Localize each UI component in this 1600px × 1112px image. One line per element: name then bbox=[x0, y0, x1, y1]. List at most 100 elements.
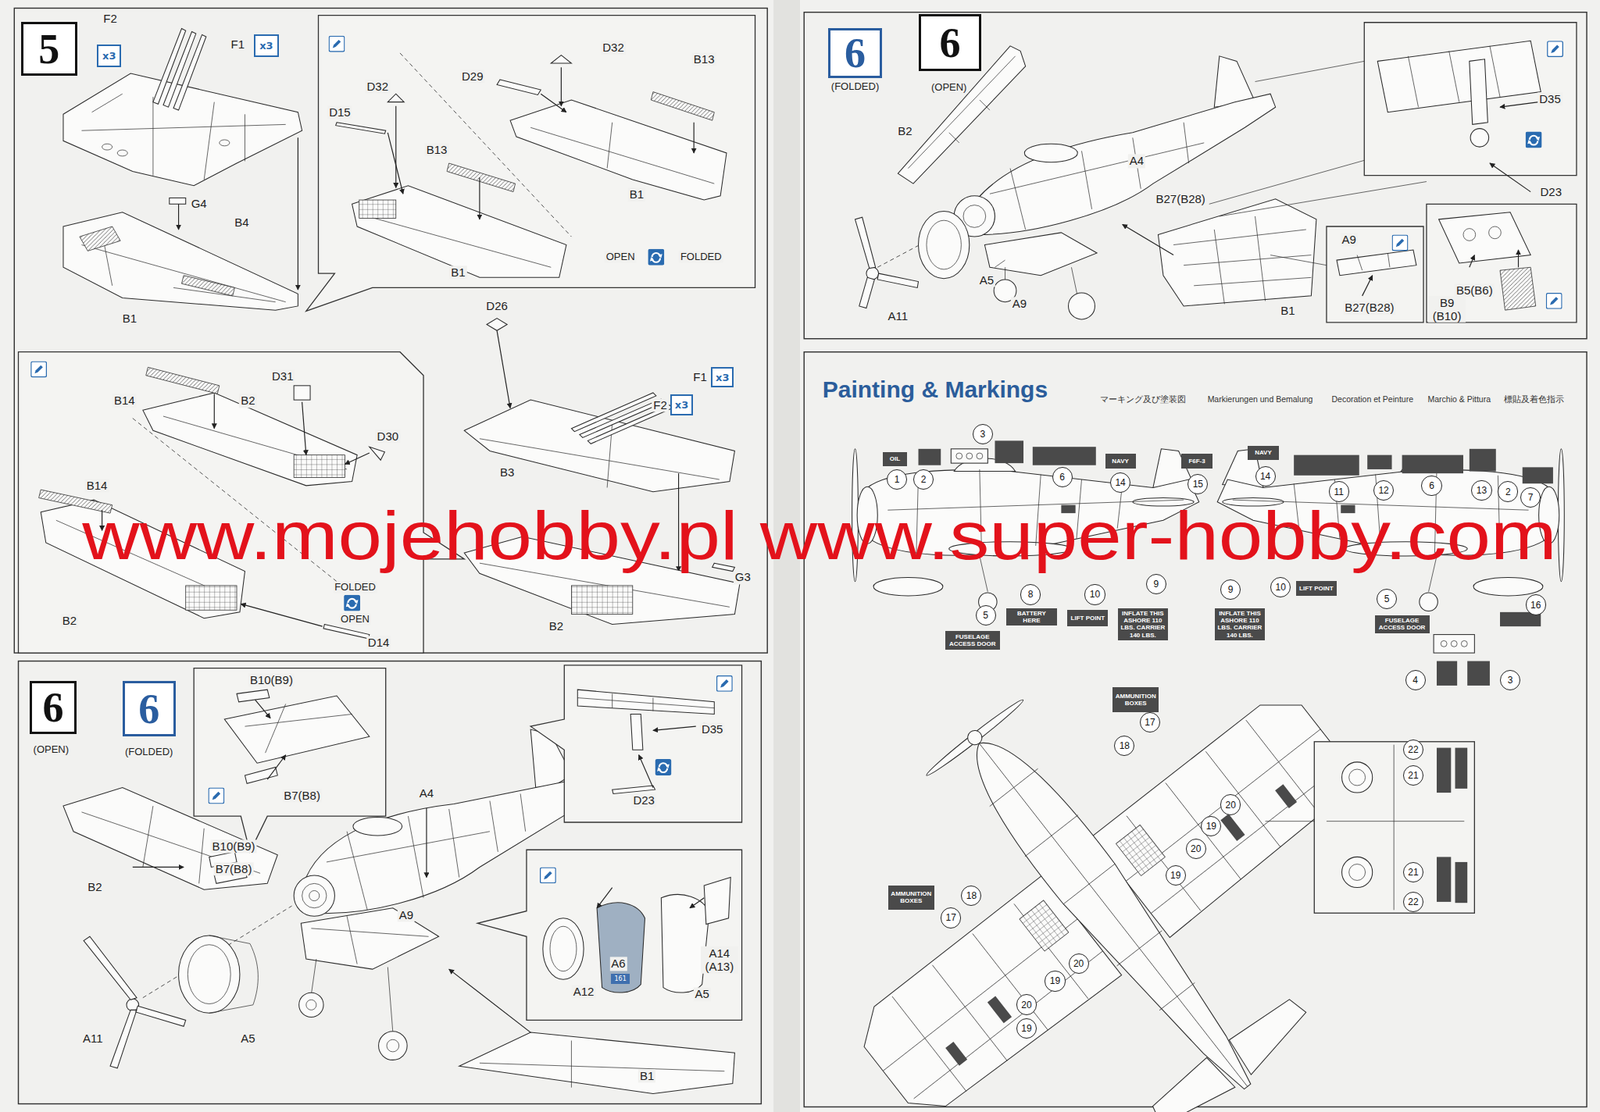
callout-inset bbox=[335, 122, 386, 134]
aircraft-drawing bbox=[1255, 60, 1365, 82]
state-label: FOLDED bbox=[678, 251, 724, 264]
callout-number: 22 bbox=[1403, 892, 1424, 913]
node-text: 6 bbox=[1059, 472, 1065, 483]
node-text: 14 bbox=[1260, 471, 1271, 482]
aircraft-drawing bbox=[300, 908, 439, 970]
state-label: (OPEN) bbox=[929, 82, 969, 94]
stencil-block bbox=[976, 453, 983, 460]
callout-inset bbox=[550, 55, 572, 64]
part-number: A5 bbox=[978, 274, 996, 288]
quantity-badge: x3 bbox=[710, 367, 734, 388]
part-number: D26 bbox=[484, 299, 510, 313]
callout-inset bbox=[1500, 102, 1540, 108]
aircraft-drawing bbox=[306, 1000, 317, 1011]
callout-inset bbox=[387, 93, 404, 102]
callout-number: 21 bbox=[1403, 862, 1424, 883]
callout-inset bbox=[1470, 128, 1490, 148]
stencil-block bbox=[1433, 635, 1475, 654]
callout-number: 13 bbox=[1471, 480, 1492, 501]
callout-inset bbox=[302, 402, 307, 456]
callout-inset bbox=[446, 163, 516, 193]
aircraft-drawing bbox=[309, 891, 320, 902]
stencil-placard: FUSELAGE ACCESS DOOR bbox=[1375, 615, 1430, 635]
callout-inset bbox=[369, 446, 386, 461]
node-text: INFLATE THIS ASHORE 110 LBS. CARRIER 140… bbox=[1119, 610, 1168, 640]
node-text: 6 bbox=[138, 688, 160, 731]
wing-drawing bbox=[486, 318, 508, 332]
node-text: LIFT POINT bbox=[1299, 585, 1334, 593]
callout-number: 16 bbox=[1525, 594, 1547, 615]
part-number: A9 bbox=[1010, 297, 1029, 311]
callout-inset bbox=[477, 850, 742, 1021]
node-text: 16 bbox=[1530, 600, 1541, 611]
callout-inset bbox=[1364, 22, 1577, 193]
callout-number: 20 bbox=[1220, 794, 1241, 815]
callout-inset bbox=[542, 918, 584, 980]
part-number: B7(B8) bbox=[282, 789, 322, 803]
callout-inset bbox=[1364, 22, 1577, 176]
node-text: FUSELAGE ACCESS DOOR bbox=[1376, 617, 1429, 632]
part-number: B2 bbox=[85, 881, 104, 895]
aircraft-drawing bbox=[963, 205, 986, 229]
aircraft-drawing bbox=[187, 945, 231, 1005]
aircraft-drawing bbox=[425, 808, 427, 879]
node-text: x3 bbox=[675, 400, 689, 411]
step-number: 6 bbox=[828, 28, 883, 79]
callout-inset bbox=[1342, 857, 1373, 888]
callout-number: 19 bbox=[1016, 1018, 1037, 1040]
node-text: 8 bbox=[1028, 589, 1034, 600]
callout-inset bbox=[660, 895, 709, 994]
callout-number: 19 bbox=[1044, 971, 1065, 992]
callout-number: 19 bbox=[1165, 865, 1186, 886]
callout-inset bbox=[395, 106, 397, 189]
node-text: 19 bbox=[1206, 821, 1217, 832]
callout-number: 6 bbox=[1052, 467, 1073, 488]
callout-inset bbox=[653, 726, 697, 731]
callout-inset bbox=[1265, 742, 1475, 914]
part-number: D15 bbox=[327, 105, 353, 119]
part-number: B10(B9) bbox=[248, 674, 295, 688]
stencil-placard: BATTERY HERE bbox=[1006, 608, 1058, 626]
callout-inset bbox=[1469, 59, 1489, 125]
part-number: A4 bbox=[1128, 154, 1146, 168]
aircraft-drawing bbox=[178, 935, 240, 1014]
stencil-block bbox=[1440, 640, 1447, 647]
stencil-placard: LIFT POINT bbox=[1067, 610, 1108, 627]
node-text: 6 bbox=[939, 21, 961, 65]
callout-inset bbox=[1439, 212, 1532, 264]
callout-inset bbox=[1362, 275, 1373, 297]
aircraft-plan bbox=[1115, 825, 1165, 876]
callout-inset bbox=[344, 453, 369, 465]
node-text: OIL bbox=[889, 455, 900, 463]
node-text: 21 bbox=[1407, 867, 1418, 878]
language-caption: Decoration et Peinture bbox=[1329, 394, 1415, 404]
node-text: 6 bbox=[42, 686, 64, 729]
callout-inset bbox=[146, 367, 220, 394]
node-text: 18 bbox=[1119, 741, 1130, 751]
panel-frame bbox=[18, 661, 762, 1105]
section-heading: Painting & Markings bbox=[822, 375, 1048, 402]
callout-inset bbox=[1426, 203, 1577, 323]
node-text: x3 bbox=[715, 372, 729, 383]
part-number: B1 bbox=[628, 188, 646, 202]
callout-inset bbox=[1469, 255, 1475, 268]
callout-number: 17 bbox=[1139, 712, 1161, 733]
state-label: (FOLDED) bbox=[829, 81, 881, 93]
stencil-block bbox=[994, 440, 1024, 464]
callout-inset bbox=[1525, 132, 1543, 149]
callout-inset bbox=[703, 878, 731, 925]
callout-inset bbox=[343, 595, 361, 612]
node-text: LIFT POINT bbox=[1071, 614, 1106, 622]
part-number: A4 bbox=[417, 787, 436, 801]
callout-inset bbox=[612, 785, 656, 794]
callout-inset bbox=[530, 122, 715, 184]
stencil-placard: INFLATE THIS ASHORE 110 LBS. CARRIER 140… bbox=[1214, 608, 1266, 641]
callout-number: 8 bbox=[1020, 584, 1041, 605]
part-number: G3 bbox=[733, 571, 753, 585]
callout-inset bbox=[255, 700, 272, 719]
language-caption: Marchio & Pittura bbox=[1425, 394, 1493, 404]
callout-number: 11 bbox=[1328, 481, 1350, 502]
callout-inset bbox=[496, 79, 541, 96]
stencil-block bbox=[1032, 446, 1097, 466]
